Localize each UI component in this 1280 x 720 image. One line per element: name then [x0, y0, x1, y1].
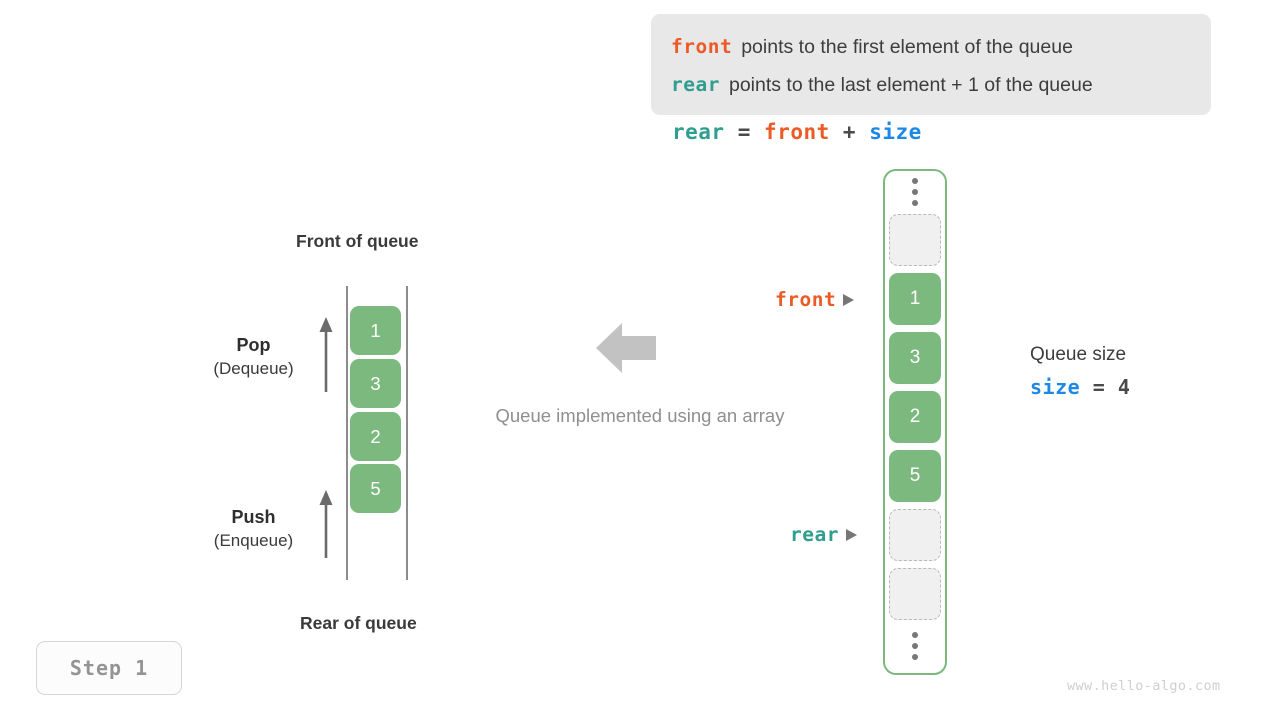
pop-arrow-icon	[319, 317, 333, 392]
center-caption: Queue implemented using an array	[495, 405, 785, 426]
front-pointer: front	[775, 288, 855, 311]
queue-cell: 5	[350, 464, 401, 513]
legend-box: front points to the first element of the …	[651, 14, 1211, 115]
equation-rhs-size: size	[869, 120, 922, 144]
step-badge: Step 1	[36, 641, 182, 695]
left-arrow-icon	[596, 323, 656, 373]
queue-size-annotation: Queue size size = 4	[1030, 344, 1130, 399]
rear-equation: rear = front + size	[672, 120, 922, 144]
legend-text-front: points to the first element of the queue	[741, 36, 1073, 58]
array-ellipsis-bottom	[889, 632, 941, 660]
legend-text-rear: points to the last element + 1 of the qu…	[728, 74, 1093, 96]
rear-pointer: rear	[790, 523, 857, 546]
equation-lhs: rear	[672, 120, 725, 144]
size-operator: =	[1092, 375, 1106, 399]
watermark: www.hello-algo.com	[1067, 678, 1221, 694]
queue-rail-right	[406, 286, 408, 580]
array-slot-empty	[889, 509, 941, 561]
rear-of-queue-label: Rear of queue	[300, 613, 417, 633]
array-slot-empty	[889, 214, 941, 266]
push-title: Push	[231, 507, 276, 527]
pointer-triangle-icon	[845, 528, 857, 541]
equation-rhs-front: front	[764, 120, 830, 144]
queue-rail-left	[346, 286, 348, 580]
queue-cell: 2	[350, 412, 401, 461]
queue-size-title: Queue size	[1030, 344, 1127, 365]
pop-operation-label: Pop (Dequeue)	[196, 335, 311, 379]
array-slot-filled: 5	[889, 450, 941, 502]
legend-term-rear: rear	[671, 73, 720, 96]
pop-subtitle: (Dequeue)	[213, 359, 294, 378]
legend-line-front: front points to the first element of the …	[671, 28, 1191, 66]
array-slot-filled: 3	[889, 332, 941, 384]
size-value: 4	[1117, 375, 1131, 399]
queue-cell: 3	[350, 359, 401, 408]
array-slot-empty	[889, 568, 941, 620]
pointer-triangle-icon	[843, 293, 855, 306]
legend-line-rear: rear points to the last element + 1 of th…	[671, 66, 1191, 104]
front-pointer-label: front	[775, 288, 837, 311]
push-operation-label: Push (Enqueue)	[196, 507, 311, 551]
front-of-queue-label: Front of queue	[296, 231, 419, 251]
queue-size-equation: size = 4	[1030, 375, 1130, 399]
push-arrow-icon	[319, 490, 333, 558]
array-container	[883, 169, 947, 675]
array-slot-filled: 1	[889, 273, 941, 325]
push-subtitle: (Enqueue)	[213, 531, 294, 550]
equation-operator-equals: =	[737, 120, 751, 144]
pop-title: Pop	[236, 335, 271, 355]
array-slot-filled: 2	[889, 391, 941, 443]
rear-pointer-label: rear	[790, 523, 839, 546]
queue-cell: 1	[350, 306, 401, 355]
equation-operator-plus: +	[842, 120, 857, 144]
size-variable: size	[1030, 375, 1081, 399]
legend-term-front: front	[671, 35, 733, 58]
array-ellipsis-top	[889, 178, 941, 206]
